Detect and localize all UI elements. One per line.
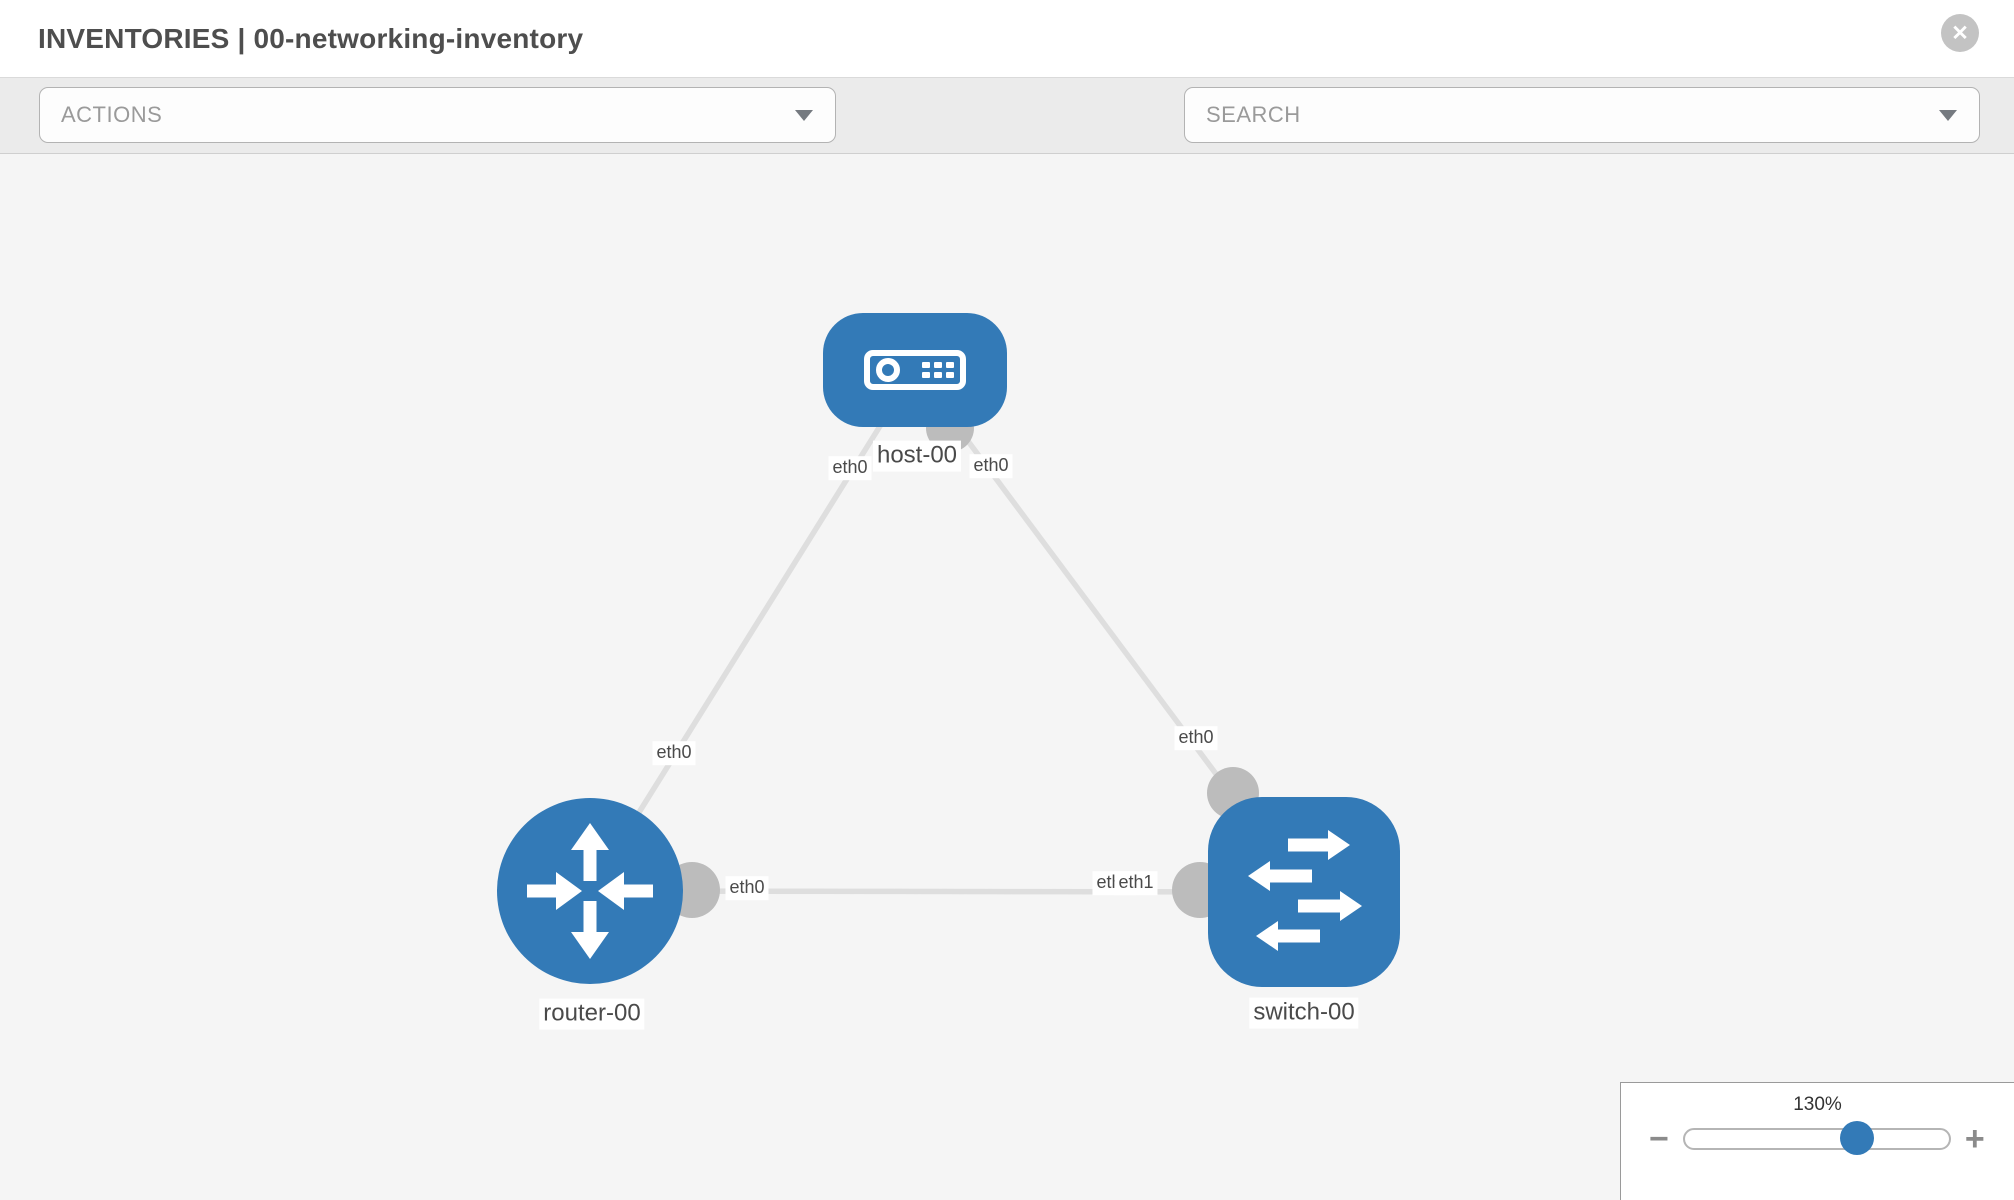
header: INVENTORIES | 00-networking-inventory ✕ xyxy=(0,0,2014,77)
zoom-slider-row: − + xyxy=(1621,1120,2014,1158)
zoom-slider-track[interactable] xyxy=(1682,1121,1951,1155)
topology-svg xyxy=(497,313,1400,987)
host-icon xyxy=(864,350,966,390)
node-router-00[interactable] xyxy=(497,798,683,984)
search-box[interactable] xyxy=(1184,87,1980,143)
zoom-out-button[interactable]: − xyxy=(1649,1120,1669,1158)
page-title: INVENTORIES | 00-networking-inventory xyxy=(38,22,584,54)
close-icon: ✕ xyxy=(1951,21,1969,45)
actions-dropdown[interactable]: ACTIONS xyxy=(39,87,836,143)
router-icon xyxy=(527,823,653,959)
switch-icon xyxy=(1248,830,1362,951)
actions-dropdown-label: ACTIONS xyxy=(61,102,163,127)
chevron-down-icon xyxy=(1939,109,1957,121)
search-input[interactable] xyxy=(1206,102,1939,128)
zoom-level: 130% xyxy=(1793,1094,1842,1115)
zoom-in-button[interactable]: + xyxy=(1964,1120,1985,1158)
zoom-panel: 130% − + xyxy=(1620,1082,2014,1200)
zoom-slider-handle[interactable] xyxy=(1839,1121,1874,1155)
node-host-00[interactable] xyxy=(823,313,1007,427)
close-button[interactable]: ✕ xyxy=(1941,14,1979,52)
node-switch-00[interactable] xyxy=(1208,797,1400,987)
chevron-down-icon xyxy=(795,109,813,121)
toolbar: ACTIONS xyxy=(0,77,2014,218)
